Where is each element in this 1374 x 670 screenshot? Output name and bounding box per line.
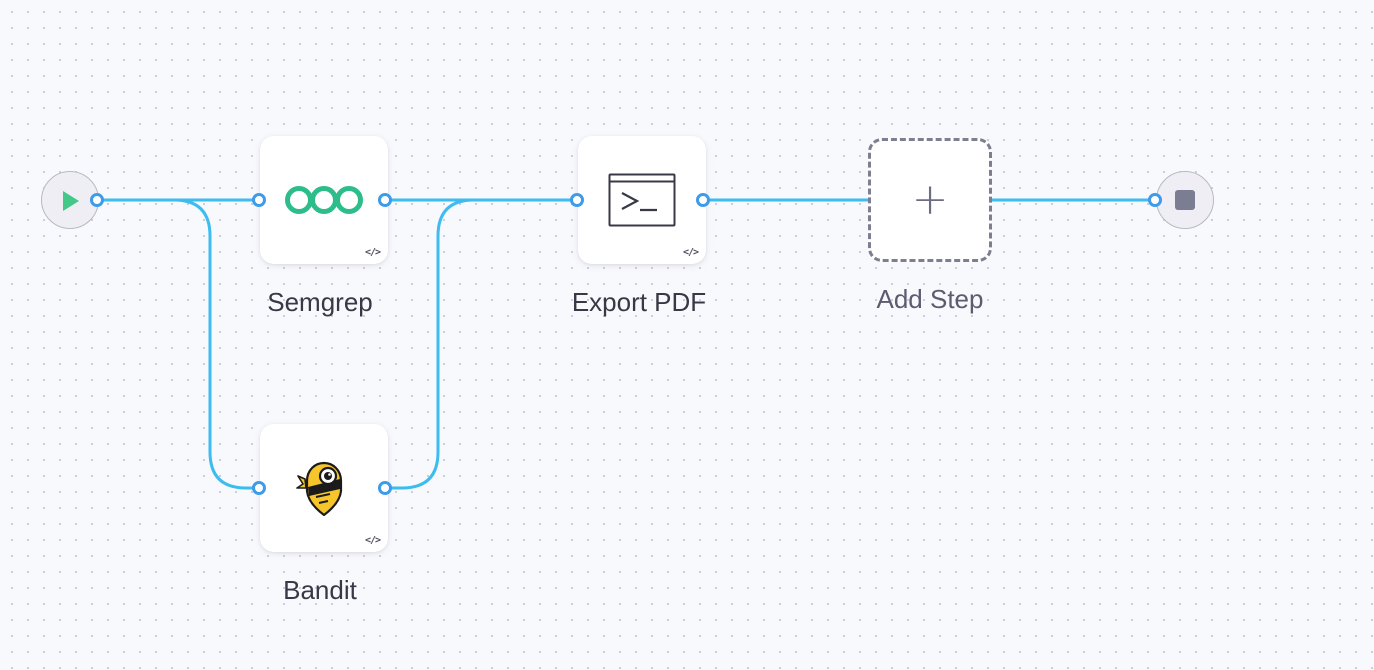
- bandit-logo-icon: [296, 461, 343, 517]
- semgrep-output-port[interactable]: [378, 193, 392, 207]
- semgrep-input-port[interactable]: [252, 193, 266, 207]
- step-label-export-pdf: Export PDF: [571, 287, 707, 317]
- semgrep-logo-icon: [285, 186, 363, 214]
- step-semgrep[interactable]: </>: [260, 136, 388, 264]
- wire-bandit-to-export: [386, 198, 475, 490]
- step-bandit[interactable]: </>: [260, 424, 388, 552]
- add-step-label: Add Step: [876, 284, 984, 314]
- export-pdf-output-port[interactable]: [696, 193, 710, 207]
- step-label-semgrep: Semgrep: [267, 287, 373, 317]
- add-step-button[interactable]: +: [868, 138, 992, 262]
- export-pdf-input-port[interactable]: [570, 193, 584, 207]
- stop-icon: [1175, 190, 1195, 210]
- terminal-icon: [608, 173, 676, 227]
- plus-icon: +: [911, 174, 949, 225]
- yaml-code-icon: </>: [364, 535, 381, 546]
- step-export-pdf[interactable]: </>: [578, 136, 706, 264]
- play-icon: [63, 191, 79, 211]
- step-label-bandit: Bandit: [283, 575, 357, 605]
- yaml-code-icon: </>: [682, 247, 699, 258]
- pipeline-start-node[interactable]: [41, 171, 99, 229]
- yaml-code-icon: </>: [364, 247, 381, 258]
- wire-start-to-bandit: [98, 198, 260, 490]
- start-output-port[interactable]: [90, 193, 104, 207]
- pipeline-end-node[interactable]: [1156, 171, 1214, 229]
- bandit-input-port[interactable]: [252, 481, 266, 495]
- end-input-port[interactable]: [1148, 193, 1162, 207]
- bandit-output-port[interactable]: [378, 481, 392, 495]
